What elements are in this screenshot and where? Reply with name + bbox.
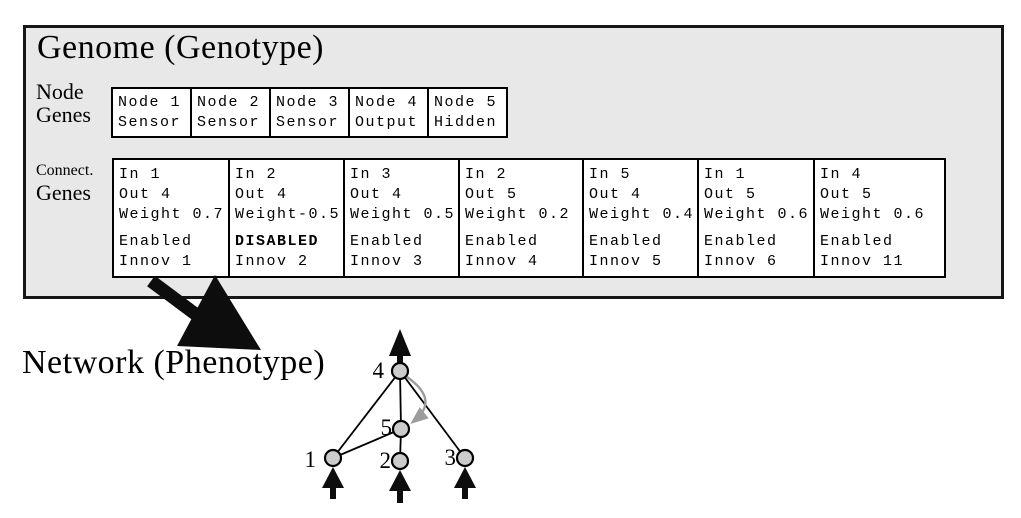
- node-genes-label-line1: Node: [36, 79, 84, 104]
- gene-status: DISABLED: [235, 233, 320, 250]
- connection-genes-row: In 1 Out 4 Weight 0.7 Enabled Innov 1 In…: [112, 158, 946, 278]
- connect-genes-label-line1: Connect.: [36, 162, 94, 179]
- node-type: Sensor: [118, 114, 182, 131]
- gene-innov: Innov 2: [235, 253, 309, 270]
- gene-out: Out 4: [235, 186, 288, 203]
- network-node-4: [390, 361, 410, 381]
- node-genes-label-line2: Genes: [36, 102, 91, 127]
- node-label-4: 4: [373, 358, 385, 383]
- network-title: Network (Phenotype): [22, 344, 326, 381]
- node-label-3: 3: [445, 445, 457, 470]
- node-gene: Node 5 Hidden: [427, 87, 508, 138]
- node-gene: Node 4 Output: [348, 87, 429, 138]
- node-label-2: 2: [380, 448, 392, 473]
- genome-panel: Genome (Genotype) Node Genes Node 1 Sens…: [23, 25, 1004, 299]
- connect-genes-label: Connect. Genes: [36, 161, 93, 205]
- edge-1-4: [332, 370, 401, 459]
- gene-status: Enabled: [119, 233, 193, 250]
- gene-out: Out 4: [589, 186, 642, 203]
- gene-in: In 4: [820, 166, 863, 183]
- node-gene: Node 3 Sensor: [269, 87, 350, 138]
- network-diagram: 4 5 1 2 3: [305, 329, 476, 503]
- gene-in: In 3: [350, 166, 393, 183]
- output-arrow-icon: [389, 329, 411, 364]
- node-type: Hidden: [434, 114, 498, 131]
- gene-weight: Weight 0.6: [704, 206, 810, 223]
- gene-innov: Innov 1: [119, 253, 193, 270]
- connection-gene: In 4 Out 5 Weight 0.6 Enabled Innov 11: [813, 158, 946, 278]
- gene-in: In 1: [704, 166, 747, 183]
- input-arrow-icon: [389, 470, 411, 503]
- node-type: Sensor: [276, 114, 340, 131]
- recurrent-edge-4-5: [406, 376, 429, 425]
- gene-status: Enabled: [465, 233, 539, 250]
- gene-out: Out 5: [820, 186, 873, 203]
- node-id: Node 3: [276, 94, 340, 111]
- node-id: Node 4: [355, 94, 419, 111]
- gene-out: Out 4: [119, 186, 172, 203]
- network-edges: [332, 370, 466, 462]
- gene-status: Enabled: [820, 233, 894, 250]
- connection-gene: In 2 Out 4 Weight-0.5 DISABLED Innov 2: [228, 158, 345, 278]
- node-gene: Node 2 Sensor: [190, 87, 271, 138]
- node-id: Node 1: [118, 94, 182, 111]
- edge-3-4: [399, 370, 466, 459]
- input-arrow-icon: [322, 467, 344, 499]
- gene-innov: Innov 3: [350, 253, 424, 270]
- connection-gene: In 1 Out 4 Weight 0.7 Enabled Innov 1: [112, 158, 230, 278]
- genome-to-network-arrow-icon: [147, 275, 261, 350]
- gene-status: Enabled: [350, 233, 424, 250]
- network-node-1: [323, 448, 343, 468]
- gene-status: Enabled: [589, 233, 663, 250]
- gene-weight: Weight 0.6: [820, 206, 926, 223]
- node-id: Node 2: [197, 94, 261, 111]
- gene-in: In 5: [589, 166, 632, 183]
- node-label-5: 5: [381, 415, 393, 440]
- gene-innov: Innov 4: [465, 253, 539, 270]
- node-genes-row: Node 1 Sensor Node 2 Sensor Node 3 Senso…: [111, 87, 508, 138]
- gene-out: Out 5: [465, 186, 518, 203]
- node-id: Node 5: [434, 94, 498, 111]
- node-label-1: 1: [305, 447, 317, 472]
- network-node-2: [390, 451, 410, 471]
- connect-genes-label-line2: Genes: [36, 180, 91, 205]
- gene-weight: Weight-0.5: [235, 206, 341, 223]
- gene-in: In 2: [465, 166, 508, 183]
- gene-weight: Weight 0.4: [589, 206, 695, 223]
- gene-status: Enabled: [704, 233, 778, 250]
- node-type: Output: [355, 114, 419, 131]
- gene-weight: Weight 0.7: [119, 206, 225, 223]
- connection-gene: In 2 Out 5 Weight 0.2 Enabled Innov 4: [458, 158, 584, 278]
- gene-innov: Innov 11: [820, 253, 905, 270]
- connection-gene: In 5 Out 4 Weight 0.4 Enabled Innov 5: [582, 158, 699, 278]
- gene-out: Out 4: [350, 186, 403, 203]
- connection-gene: In 1 Out 5 Weight 0.6 Enabled Innov 6: [697, 158, 815, 278]
- gene-innov: Innov 5: [589, 253, 663, 270]
- node-type: Sensor: [197, 114, 261, 131]
- input-arrow-icon: [454, 467, 476, 499]
- gene-weight: Weight 0.5: [350, 206, 456, 223]
- network-node-3: [455, 448, 475, 468]
- gene-innov: Innov 6: [704, 253, 778, 270]
- node-genes-label: Node Genes: [36, 80, 91, 126]
- gene-weight: Weight 0.2: [465, 206, 571, 223]
- genome-title: Genome (Genotype): [37, 29, 325, 66]
- connection-gene: In 3 Out 4 Weight 0.5 Enabled Innov 3: [343, 158, 460, 278]
- edge-1-5: [332, 428, 402, 459]
- gene-in: In 1: [119, 166, 162, 183]
- gene-in: In 2: [235, 166, 278, 183]
- node-gene: Node 1 Sensor: [111, 87, 192, 138]
- gene-out: Out 5: [704, 186, 757, 203]
- network-node-5: [391, 419, 411, 439]
- edge-5-4: [399, 370, 402, 430]
